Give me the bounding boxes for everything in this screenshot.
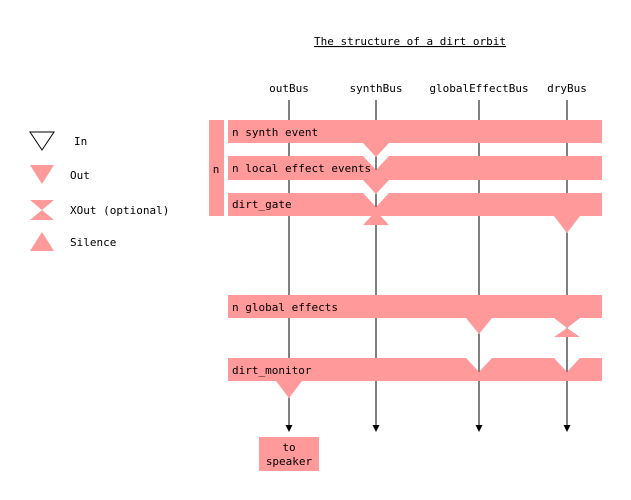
legend-label-silence: Silence bbox=[70, 236, 116, 249]
xout-drybus-marker bbox=[554, 318, 580, 337]
bus-label-globaleffectbus: globalEffectBus bbox=[429, 82, 528, 95]
bus-label-drybus: dryBus bbox=[547, 82, 587, 95]
out-synthbus-marker-2 bbox=[363, 180, 389, 194]
band-local-effect-events-bar bbox=[228, 156, 602, 180]
arrowhead-outbus bbox=[285, 425, 293, 432]
band-synth-event-label: n synth event bbox=[232, 126, 318, 139]
arrowhead-synthbus bbox=[372, 425, 380, 432]
speaker-output-rect bbox=[259, 437, 319, 471]
bus-label-synthbus: synthBus bbox=[350, 82, 403, 95]
group-bracket-label: n bbox=[213, 163, 220, 176]
band-dirt-gate: dirt_gate bbox=[228, 193, 602, 233]
band-dirt-monitor-label: dirt_monitor bbox=[232, 364, 312, 377]
silence-triangle-icon bbox=[30, 232, 54, 251]
silence-synthbus-marker bbox=[363, 211, 389, 225]
band-synth-event: n synth event bbox=[228, 120, 602, 157]
band-synth-event-bar bbox=[228, 120, 602, 143]
xout-hourglass-icon bbox=[30, 200, 54, 220]
band-global-effects-bar bbox=[228, 295, 602, 318]
bus-arrowheads bbox=[285, 425, 571, 432]
speaker-output-line1: to bbox=[282, 441, 295, 454]
legend-label-out: Out bbox=[70, 169, 90, 182]
arrowhead-globaleffectbus bbox=[475, 425, 483, 432]
band-dirt-gate-bar bbox=[228, 193, 602, 216]
out-triangle-icon bbox=[30, 165, 54, 184]
band-dirt-monitor: dirt_monitor bbox=[228, 358, 602, 398]
out-globaleffectbus-marker bbox=[466, 318, 492, 334]
band-local-effect-events: n local effect events bbox=[228, 156, 602, 194]
bus-label-outbus: outBus bbox=[269, 82, 309, 95]
in-triangle-icon bbox=[29, 131, 55, 151]
legend-label-xout: XOut (optional) bbox=[70, 204, 169, 217]
band-global-effects-label: n global effects bbox=[232, 301, 338, 314]
legend: In Out XOut (optional) Silence bbox=[29, 131, 169, 251]
band-dirt-monitor-bar bbox=[228, 358, 602, 381]
group-bracket bbox=[209, 120, 224, 216]
band-global-effects: n global effects bbox=[228, 295, 602, 337]
out-outbus-marker bbox=[276, 381, 302, 398]
speaker-output-line2: speaker bbox=[266, 455, 313, 468]
arrowhead-drybus bbox=[563, 425, 571, 432]
diagram-title: The structure of a dirt orbit bbox=[314, 35, 506, 48]
speaker-output-box: to speaker bbox=[259, 437, 319, 471]
out-drybus-marker bbox=[554, 216, 580, 233]
legend-label-in: In bbox=[74, 135, 87, 148]
band-local-effect-events-label: n local effect events bbox=[232, 162, 371, 175]
band-dirt-gate-label: dirt_gate bbox=[232, 198, 292, 211]
out-synthbus-marker bbox=[363, 143, 389, 157]
